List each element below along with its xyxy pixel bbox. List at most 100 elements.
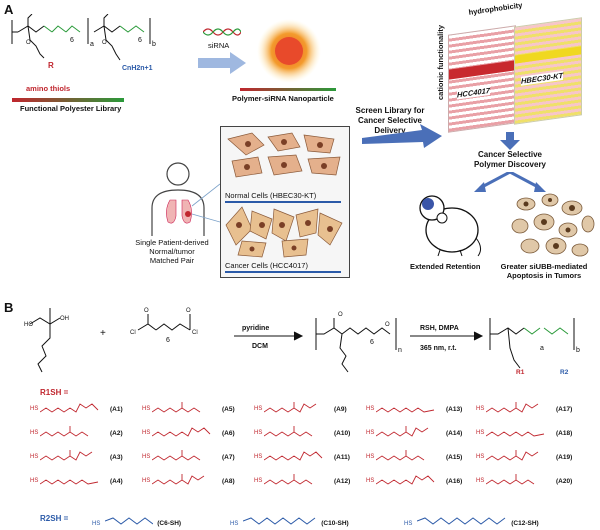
monomer-six: 6: [166, 337, 170, 344]
r2sh-label: R2SH =: [40, 514, 69, 523]
arrow-to-discovery: [500, 132, 520, 150]
library-underline: [12, 98, 124, 102]
r1-thiol-structure: [486, 402, 539, 413]
apoptotic-cells-icon: [511, 193, 595, 257]
r1-thiol-item: HS(A15): [366, 448, 476, 470]
r1-thiol-code: (A7): [222, 454, 235, 461]
r1-thiol-item: HS(A13): [366, 400, 476, 422]
nanoparticle-icon: [257, 19, 321, 83]
r1-thiol-structure: [376, 426, 429, 437]
r1-hs: HS: [254, 430, 263, 436]
r1-thiol-item: HS(A4): [30, 472, 140, 494]
svg-text:Cl: Cl: [130, 330, 136, 336]
r1-hs: HS: [366, 430, 375, 436]
r1-thiol-item: HS(A11): [254, 448, 364, 470]
svg-text:O: O: [102, 40, 107, 46]
r1-thiol-item: HS(A9): [254, 400, 364, 422]
r1-thiol-code: (A1): [110, 406, 123, 413]
r1-thiol-item: HS(A19): [476, 448, 586, 470]
polymer-b-sub: b: [152, 41, 156, 48]
polymer-six: 6: [70, 37, 74, 44]
r1-thiol-structure: [264, 474, 313, 485]
r1-thiol-item: HS(A5): [142, 400, 252, 422]
r1-thiol-code: (A19): [556, 454, 573, 461]
hbec30-card-label: HBEC30-KT: [521, 70, 564, 86]
r1-thiol-item: HS(A2): [30, 424, 140, 446]
discovery-label: Cancer Selective Polymer Discovery: [473, 150, 547, 169]
r1-thiol-code: (A11): [334, 454, 350, 461]
r1-thiol-code: (A8): [222, 478, 235, 485]
r1-thiol-item: HS (A14): [366, 424, 476, 446]
patient-label: Single Patient-derived Normal/tumor Matc…: [135, 238, 209, 265]
panel-b-label: B: [4, 300, 14, 315]
normal-cells-label: Normal Cells (HBEC30-KT): [225, 191, 317, 200]
r1-thiol-item: HS(A10): [254, 424, 364, 446]
r2-c10: HS (C10-SH): [230, 512, 349, 530]
r1-thiol-item: HS (A6): [142, 424, 252, 446]
c10-chain: [242, 517, 316, 525]
nanoparticle-label: Polymer-siRNA Nanoparticle: [232, 94, 334, 103]
c6-chain: [104, 517, 154, 525]
c6-code: (C6-SH): [157, 520, 182, 527]
r1-hs: HS: [142, 430, 151, 436]
c12-hs: HS: [404, 521, 413, 527]
r1-thiol-code: (A13): [446, 406, 463, 413]
library-label: Functional Polyester Library: [20, 104, 122, 113]
cationic-label: cationic functionality: [436, 24, 445, 100]
r1-hs: HS: [476, 430, 485, 436]
sirna-helix-icon: [203, 28, 241, 36]
r1-thiol-structure: [486, 431, 545, 437]
cell-image-box: Normal Cells (HBEC30-KT) Cancer Cells (H…: [220, 126, 350, 278]
svg-text:O: O: [144, 308, 149, 314]
r1-thiol-code: (A17): [556, 406, 573, 413]
r1-thiol-item: HS(A16): [366, 472, 476, 494]
r1-hs: HS: [366, 454, 375, 460]
r1-hs: HS: [30, 406, 39, 412]
c10-hs: HS: [230, 521, 239, 527]
r1-thiol-structure: [264, 426, 313, 437]
svg-text:O: O: [385, 322, 390, 328]
hcc4017-card-label: HCC4017: [457, 85, 490, 100]
final-r1: R1: [516, 369, 525, 376]
r1-thiol-item: HS(A18): [476, 424, 586, 446]
r1-thiol-structure: [40, 403, 99, 413]
r1sh-label: R1SH =: [40, 388, 69, 397]
r1-thiol-structure: [152, 427, 211, 437]
svg-text:O: O: [26, 40, 31, 46]
r1-thiol-code: (A14): [446, 430, 463, 437]
r1-hs: HS: [30, 478, 39, 484]
r2-c6: HS (C6-SH): [92, 512, 181, 530]
polymer-six-2: 6: [138, 37, 142, 44]
r1-thiol-item: HS (A7): [142, 448, 252, 470]
polymer-six-b: 6: [370, 339, 374, 346]
plus-sign: +: [100, 328, 106, 339]
cancer-cells-label: Cancer Cells (HCC4017): [225, 261, 308, 270]
r1-thiol-code: (A16): [446, 478, 463, 485]
discovery-arrows: [474, 172, 546, 192]
r1-hs: HS: [254, 406, 263, 412]
r1-thiol-item: HS (A1): [30, 400, 140, 422]
condition-uv: 365 nm, r.t.: [420, 345, 457, 352]
final-b-sub: b: [576, 347, 580, 354]
c6-hs: HS: [92, 521, 101, 527]
r1-hs: HS: [476, 406, 485, 412]
r1-thiol-grid: HS(A1)HS(A5)HS(A9)HS(A13)HS(A17)HS(A2)HS…: [30, 400, 596, 500]
r1-thiol-code: (A2): [110, 430, 123, 437]
svg-text:Cl: Cl: [192, 330, 198, 336]
r1-thiol-structure: [152, 474, 205, 485]
svg-text:O: O: [186, 308, 191, 314]
retention-label: Extended Retention: [410, 262, 481, 271]
patient-icon: [151, 162, 220, 236]
cancer-cells-icon: [225, 206, 343, 258]
r1-hs: HS: [142, 454, 151, 460]
r1-hs: HS: [476, 478, 485, 484]
svg-text:OH: OH: [60, 316, 69, 322]
r1-thiol-item: HS(A8): [142, 472, 252, 494]
r1-hs: HS: [254, 478, 263, 484]
r1-thiol-item: HS(A3): [30, 448, 140, 470]
r1-thiol-structure: [486, 474, 535, 485]
polymer-r-group: R: [48, 61, 54, 70]
r1-thiol-code: (A6): [222, 430, 235, 437]
c12-code: (C12-SH): [511, 520, 539, 527]
